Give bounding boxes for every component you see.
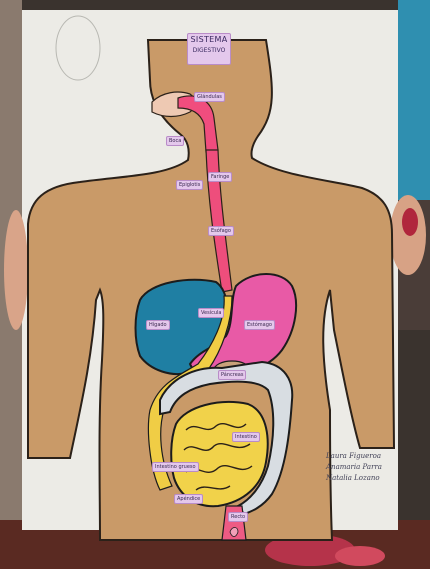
credit-line2: Anamaria Parra	[326, 462, 392, 473]
label-glandulas: Glándulas	[194, 92, 225, 102]
anus	[230, 528, 238, 537]
label-intestino-delgado: Intestino	[232, 432, 260, 442]
credit-line1: Laura Figueroa	[326, 451, 392, 462]
label-higado: Hígado	[146, 320, 170, 330]
title-line1: SISTEMA	[188, 34, 230, 46]
floral-fabric-2	[335, 546, 385, 566]
label-boca: Boca	[166, 136, 184, 146]
label-pancreas: Páncreas	[218, 370, 246, 380]
label-estomago: Estómago	[244, 320, 275, 330]
label-recto: Recto	[228, 512, 248, 522]
label-epiglotis: Epiglotis	[176, 180, 203, 190]
poster-title: SISTEMA DIGESTIVO	[187, 33, 231, 65]
left-hand	[4, 210, 28, 330]
right-fingernails	[402, 208, 418, 236]
right-curtain	[398, 0, 430, 200]
label-intestino-grueso: Intestino grueso	[152, 462, 199, 472]
credit-line3: Natalia Lozano	[326, 473, 392, 484]
label-faringe: Faringe	[208, 172, 232, 182]
label-vesicula: Vesícula	[198, 308, 224, 318]
credits: Laura Figueroa Anamaria Parra Natalia Lo…	[326, 451, 392, 484]
title-line2: DIGESTIVO	[188, 46, 230, 56]
label-esofago: Esófago	[208, 226, 234, 236]
label-apendice: Apéndice	[174, 494, 203, 504]
